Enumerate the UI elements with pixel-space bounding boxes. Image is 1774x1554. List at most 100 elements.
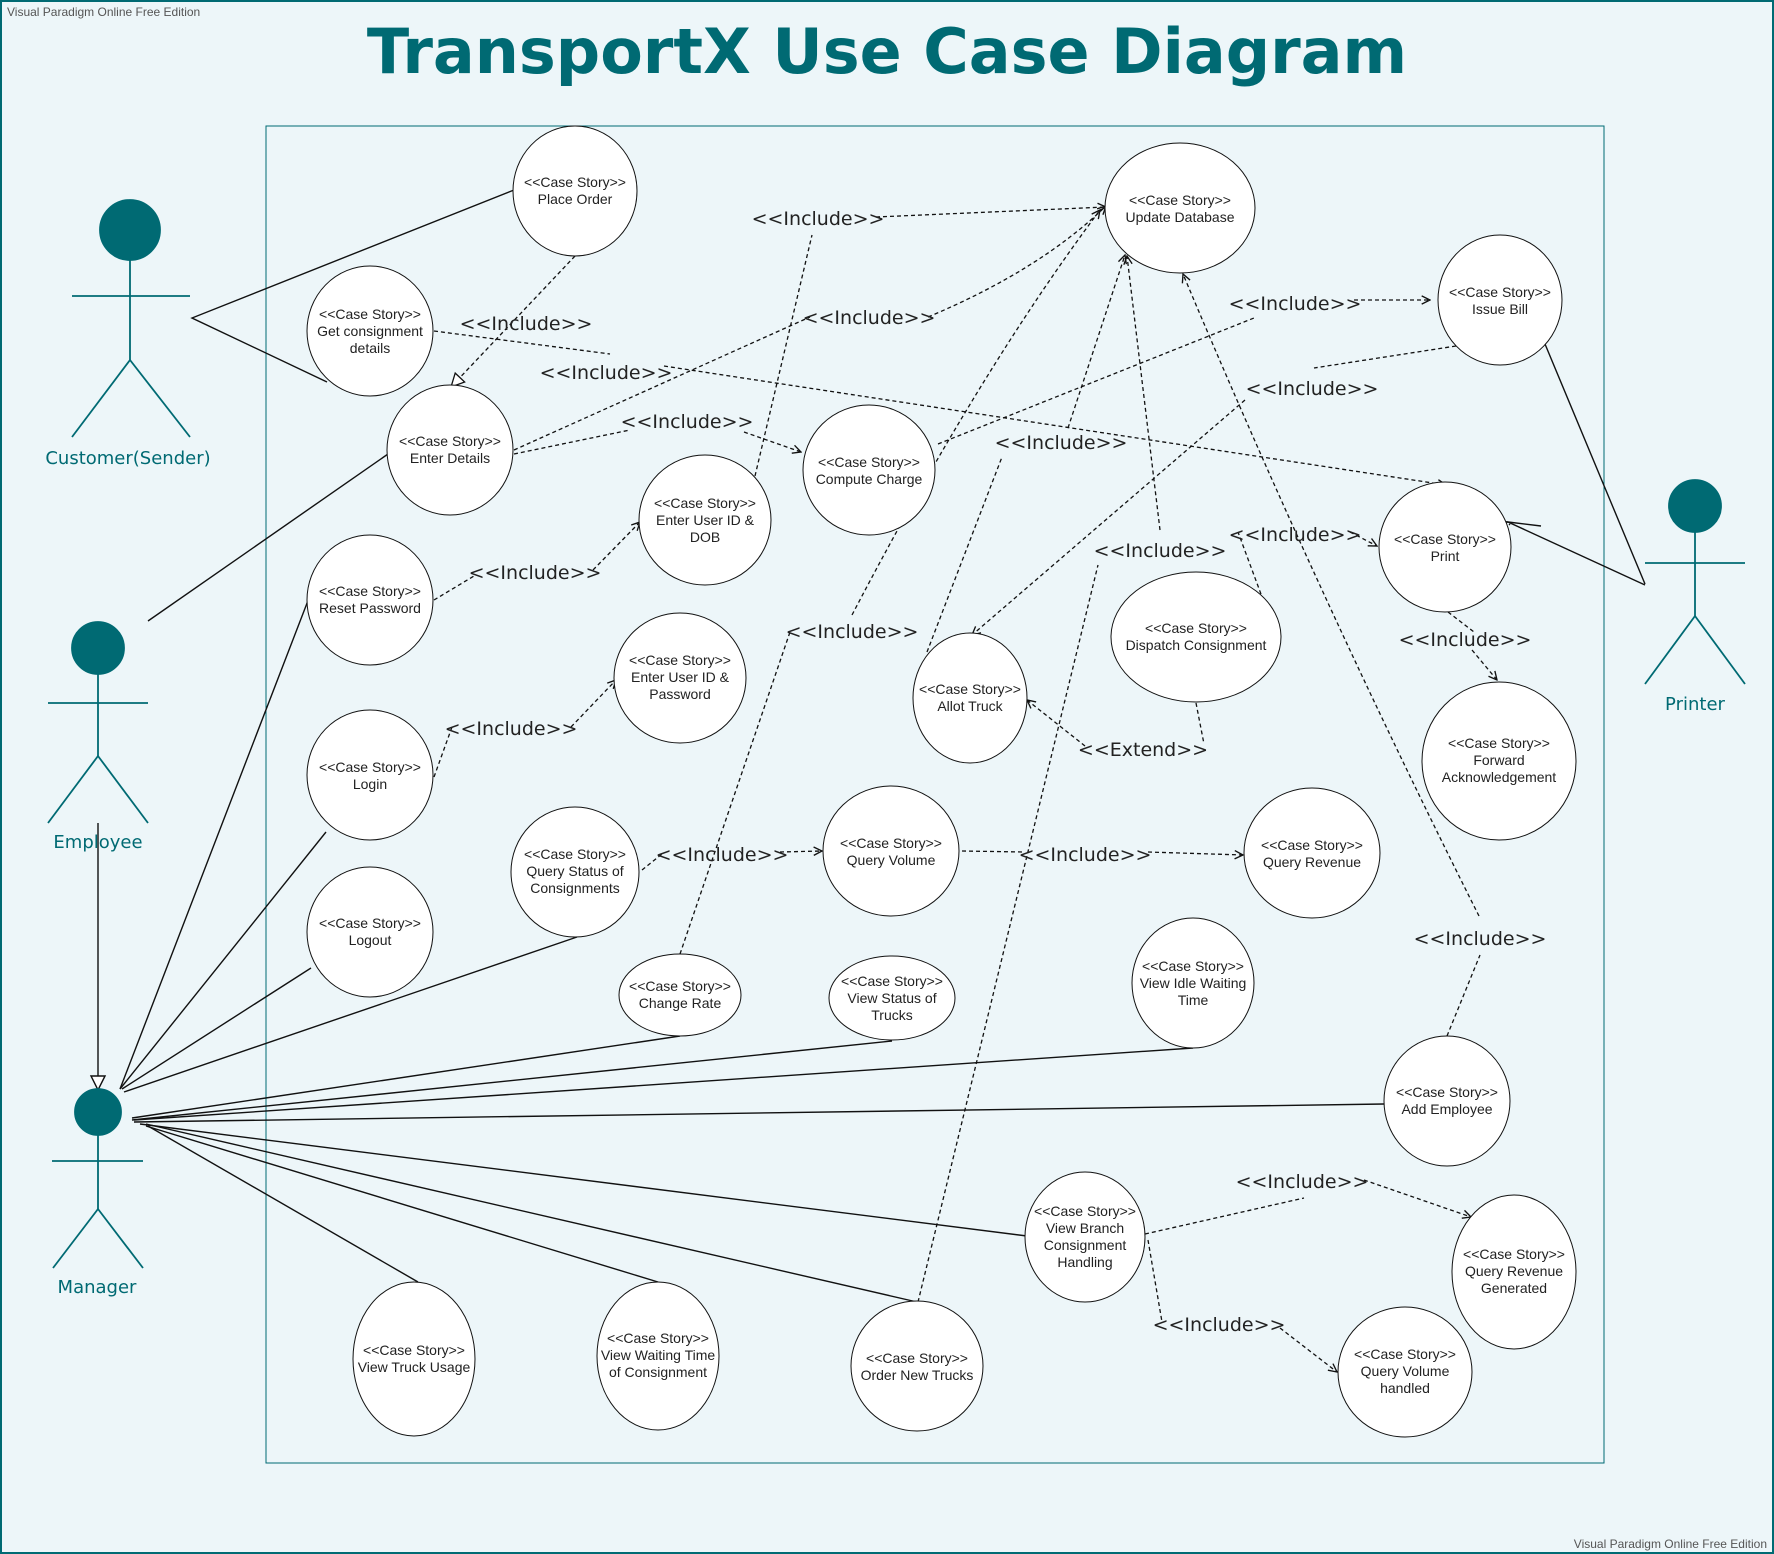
label-include: <<Include>>	[1153, 1314, 1286, 1336]
dep-dob-updatedb	[754, 207, 1106, 477]
label-include: <<Include>>	[469, 562, 602, 584]
watermark-top: Visual Paradigm Online Free Edition	[7, 5, 200, 19]
associations	[119, 189, 1646, 1303]
use-cases: <<Case Story>>Place Order <<Case Story>>…	[306, 125, 1577, 1438]
svg-text:<<Case Story>>Order New Trucks: <<Case Story>>Order New Trucks	[861, 1350, 974, 1383]
dep-placeorder-enterdetails	[451, 255, 576, 387]
label-extend: <<Extend>>	[1078, 739, 1208, 761]
dep-dispatch-updatedb	[1127, 256, 1161, 531]
assoc-manager-viewbranch	[139, 1123, 1028, 1237]
dep-branch-volume	[1147, 1239, 1337, 1372]
label-include: <<Include>>	[1414, 928, 1547, 950]
assoc-manager-reset	[119, 597, 310, 1090]
uc-login[interactable]: <<Case Story>>Login	[306, 709, 434, 841]
dep-branch-revenue	[1144, 1179, 1471, 1235]
uc-place-order[interactable]: <<Case Story>>Place Order	[512, 125, 638, 257]
dep-reset-dob	[433, 522, 640, 601]
label-include: <<Include>>	[1094, 540, 1227, 562]
dep-enterdetails-updatedb	[513, 206, 1106, 451]
label-include: <<Include>>	[445, 718, 578, 740]
label-include: <<Include>>	[1246, 378, 1379, 400]
svg-text:<<Case Story>>Allot Truck: <<Case Story>>Allot Truck	[919, 681, 1021, 714]
assoc-printer-print-line	[1507, 521, 1646, 586]
actor-customer-label: Customer(Sender)	[45, 448, 210, 469]
svg-text:<<Case Story>>Reset Password: <<Case Story>>Reset Password	[319, 583, 421, 616]
label-include: <<Include>>	[460, 313, 593, 335]
assoc-manager-truckusage	[147, 1125, 419, 1283]
label-include: <<Include>>	[786, 621, 919, 643]
uc-query-revenue[interactable]: <<Case Story>>Query Revenue	[1243, 787, 1381, 919]
label-include: <<Include>>	[1236, 1171, 1369, 1193]
dep-changerate-updatedb	[679, 210, 1100, 955]
label-include: <<Include>>	[1399, 629, 1532, 651]
assoc-printer-issuebill	[1544, 343, 1646, 585]
uc-allot-truck[interactable]: <<Case Story>>Allot Truck	[912, 632, 1028, 764]
assoc-manager-logout	[121, 967, 312, 1090]
assoc-manager-viewwaiting	[145, 1125, 659, 1283]
uc-update-database[interactable]: <<Case Story>>Update Database	[1104, 142, 1256, 274]
uc-query-volume[interactable]: <<Case Story>>Query Volume	[822, 785, 960, 917]
uc-compute-charge[interactable]: <<Case Story>>Compute Charge	[802, 404, 936, 536]
label-include: <<Include>>	[803, 307, 936, 329]
svg-text:<<Case Story>>Query Status ofC: <<Case Story>>Query Status ofConsignment…	[524, 846, 626, 896]
actor-printer-label: Printer	[1665, 694, 1725, 715]
uc-dispatch-consignment[interactable]: <<Case Story>>Dispatch Consignment	[1110, 571, 1282, 703]
svg-text:<<Case Story>>Query Revenue: <<Case Story>>Query Revenue	[1261, 837, 1363, 870]
watermark-bottom: Visual Paradigm Online Free Edition	[1574, 1537, 1767, 1551]
uc-enter-userid-dob[interactable]: <<Case Story>>Enter User ID &DOB	[638, 454, 772, 586]
uc-order-new-trucks[interactable]: <<Case Story>>Order New Trucks	[850, 1300, 984, 1432]
actor-customer[interactable]	[71, 199, 191, 438]
dep-print-forward	[1447, 611, 1497, 680]
uc-change-rate[interactable]: <<Case Story>>Change Rate	[618, 953, 742, 1037]
assoc-manager-changerate	[131, 1035, 681, 1119]
dependencies	[433, 206, 1497, 1372]
uc-enter-details[interactable]: <<Case Story>>Enter Details	[386, 384, 514, 516]
assoc-employee-enterdetails	[147, 453, 389, 622]
uc-issue-bill[interactable]: <<Case Story>>Issue Bill	[1437, 234, 1563, 366]
ext-dispatch-allot	[1027, 700, 1205, 747]
svg-text:<<Case Story>>Update Database: <<Case Story>>Update Database	[1126, 192, 1235, 225]
label-include: <<Include>>	[621, 411, 754, 433]
uc-add-employee[interactable]: <<Case Story>>Add Employee	[1383, 1035, 1511, 1167]
svg-text:<<Case Story>>Enter User ID &D: <<Case Story>>Enter User ID &DOB	[654, 495, 756, 545]
assoc-manager-ordertrucks	[145, 1123, 918, 1303]
assoc-manager-login	[119, 831, 327, 1090]
assoc-manager-addemployee	[133, 1103, 1385, 1123]
svg-text:<<Case Story>>Add Employee: <<Case Story>>Add Employee	[1396, 1084, 1498, 1117]
svg-text:<<Case Story>>Query Volume: <<Case Story>>Query Volume	[840, 835, 942, 868]
uc-reset-password[interactable]: <<Case Story>>Reset Password	[306, 534, 434, 666]
svg-text:<<Case Story>>Enter User ID &P: <<Case Story>>Enter User ID &Password	[629, 652, 731, 702]
uc-print[interactable]: <<Case Story>>Print	[1378, 481, 1512, 613]
relation-labels: <<Include>> <<Include>> <<Include>> <<In…	[445, 208, 1547, 1336]
label-include: <<Include>>	[1229, 524, 1362, 546]
actor-manager[interactable]	[52, 1088, 144, 1269]
actor-printer[interactable]	[1644, 479, 1746, 685]
assoc-manager-querystatus	[123, 936, 578, 1093]
assoc-manager-viewstatustrucks	[131, 1040, 893, 1121]
actor-employee[interactable]	[47, 621, 149, 824]
dep-computecharge-issuebill	[937, 300, 1430, 445]
diagram-title: TransportX Use Case Diagram	[367, 15, 1407, 88]
dep-addemployee-updatedb	[1183, 274, 1481, 1037]
label-include: <<Include>>	[1019, 844, 1152, 866]
uc-enter-userid-password[interactable]: <<Case Story>>Enter User ID &Password	[613, 612, 747, 744]
uc-logout[interactable]: <<Case Story>>Logout	[306, 866, 434, 998]
uc-view-truck-usage[interactable]: <<Case Story>>View Truck Usage	[352, 1281, 476, 1437]
svg-text:<<Case Story>>Compute Charge: <<Case Story>>Compute Charge	[816, 454, 923, 487]
svg-text:<<Case Story>>Place Order: <<Case Story>>Place Order	[524, 174, 626, 207]
svg-text:<<Case Story>>Dispatch Consign: <<Case Story>>Dispatch Consignment	[1126, 620, 1267, 653]
